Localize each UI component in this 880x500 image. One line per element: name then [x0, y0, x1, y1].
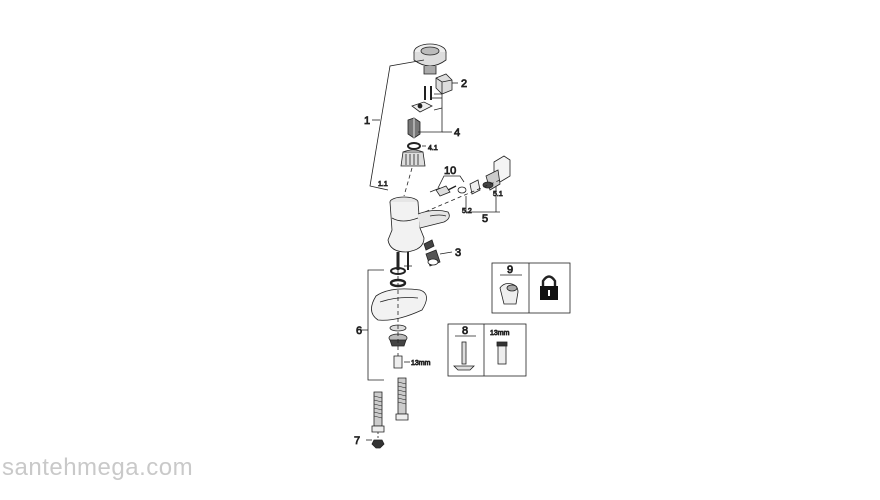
part-2-insert [435, 73, 453, 95]
callout-2: 2 [461, 78, 467, 90]
callout-4-1: 4.1 [428, 145, 438, 152]
tap-body [387, 196, 450, 253]
callout-10: 10 [444, 165, 456, 177]
mounting-set [371, 252, 427, 369]
box-9-label: 9 [507, 264, 513, 276]
callout-1-1: 1.1 [378, 181, 388, 188]
box-8-dim: 13mm [490, 330, 510, 337]
callout-5-2: 5.2 [462, 208, 472, 215]
side-axis-line [419, 179, 501, 215]
callout-1: 1 [364, 115, 370, 127]
axis-line [403, 167, 413, 197]
lock-icon [540, 275, 558, 300]
threaded-rods [371, 377, 409, 433]
retaining-disk [411, 101, 433, 113]
callout-10-bracket [437, 175, 465, 189]
watermark: santehmega.com [2, 454, 194, 481]
callout-6: 6 [356, 325, 362, 337]
part-3-parts [423, 239, 453, 267]
push-button-cap [413, 43, 447, 75]
callout-5-bracket [465, 186, 500, 213]
part-7-nut [366, 432, 385, 449]
callout-4: 4 [454, 127, 460, 139]
box-9 [491, 262, 571, 314]
waste-rod [404, 252, 412, 270]
callout-3: 3 [455, 247, 461, 259]
cartridge [400, 117, 426, 167]
callout-5-1: 5.1 [493, 191, 503, 198]
callout-7: 7 [354, 435, 360, 447]
dim-13mm-label: 13mm [411, 360, 431, 367]
callout-4-bracket [418, 93, 452, 147]
callout-6-bracket [360, 269, 384, 381]
box-8 [447, 323, 527, 377]
callout-1-bracket [369, 59, 425, 191]
side-valve-assembly [429, 155, 511, 197]
callout-5: 5 [482, 213, 488, 225]
box-8-label: 8 [462, 325, 468, 337]
